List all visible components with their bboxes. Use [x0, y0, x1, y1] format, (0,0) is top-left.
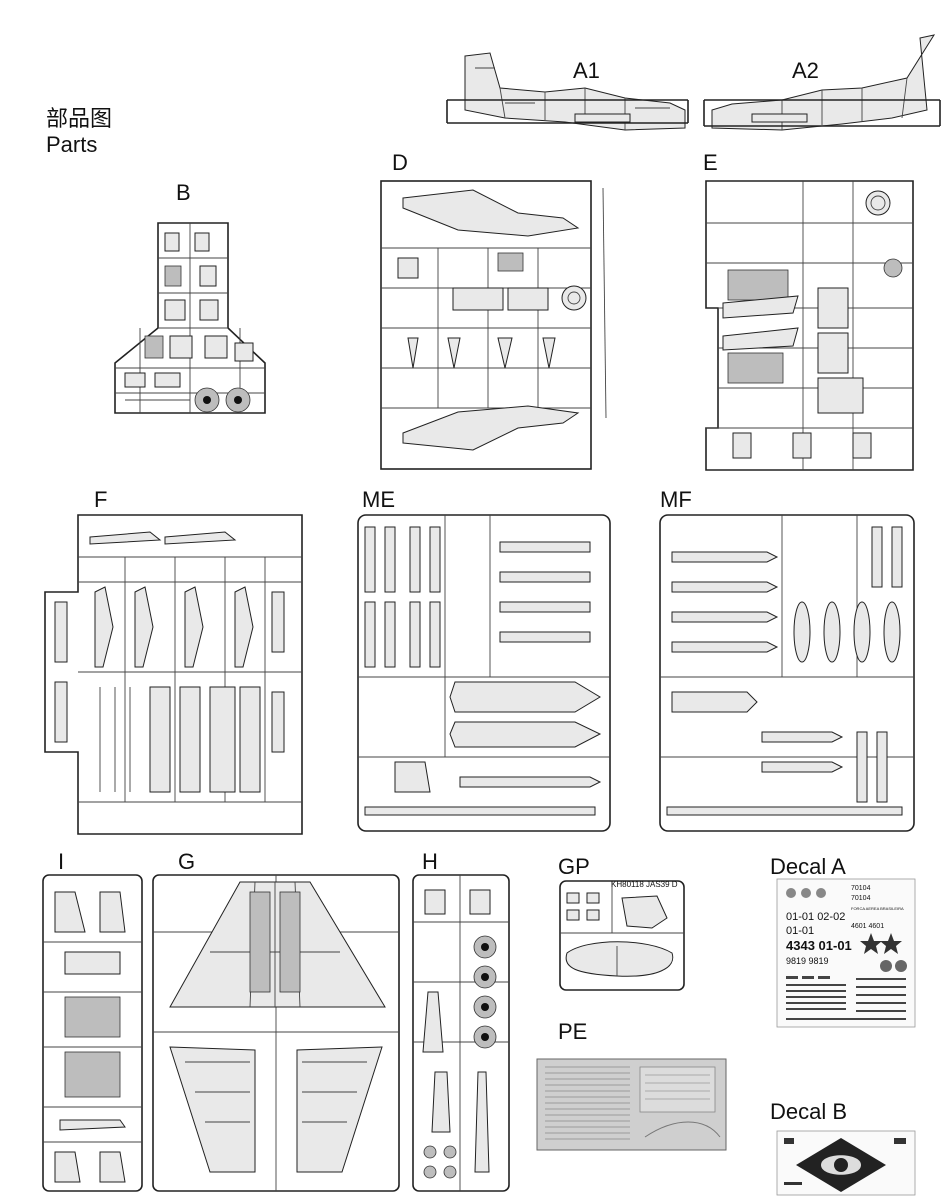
decal-a-line7: 9819 9819 — [786, 956, 829, 966]
decal-sheet-a: 70104 70104 01-01 02-02 FORCA AEREA BRAS… — [776, 878, 916, 1028]
sprue-label-me: ME — [362, 487, 395, 512]
decal-a-line6: 4343 01-01 — [786, 938, 852, 953]
sprue-label-gp: GP — [558, 854, 590, 879]
sprue-label-a1: A1 — [573, 58, 600, 83]
page-title: 部品图 Parts — [46, 106, 112, 159]
sprue-e — [703, 178, 916, 473]
sprue-f — [40, 512, 305, 837]
pe-fret — [535, 1057, 728, 1152]
decal-a-line2: 70104 — [851, 895, 871, 902]
sprue-a1 — [445, 48, 690, 133]
sprue-d — [378, 178, 611, 473]
decal-a-line1: 70104 — [851, 885, 871, 892]
sprue-a2 — [702, 30, 942, 133]
sprue-i — [40, 872, 145, 1194]
sprue-g — [150, 872, 402, 1194]
title-english: Parts — [46, 132, 98, 158]
sprue-label-a2: A2 — [792, 58, 819, 83]
sprue-label-b: B — [176, 180, 191, 205]
decal-a-line5: 01-01 — [786, 925, 814, 937]
sprue-mf — [657, 512, 917, 834]
decal-a-forca: FORCA AEREA BRASILEIRA — [851, 906, 904, 911]
decal-a-line3: 01-01 02-02 — [786, 911, 845, 923]
sprue-label-pe: PE — [558, 1019, 588, 1044]
sprue-label-d: D — [392, 150, 408, 175]
sprue-label-g: G — [178, 849, 196, 874]
decal-sheet-b — [776, 1130, 916, 1196]
sprue-label-mf: MF — [660, 487, 692, 512]
decal-a-line4: 4601 4601 — [851, 923, 884, 930]
sprue-label-i: I — [58, 849, 65, 874]
decal-label-b: Decal B — [770, 1099, 848, 1124]
decal-label-a: Decal A — [770, 854, 846, 879]
sprue-label-h: H — [422, 849, 438, 874]
sprue-b — [110, 218, 270, 416]
sprue-label-f: F — [94, 487, 108, 512]
title-chinese: 部品图 — [46, 106, 113, 131]
sprue-label-e: E — [703, 150, 718, 175]
sprue-me — [355, 512, 613, 834]
sprue-gp: KH80118 JAS39 D — [557, 878, 687, 993]
gp-sprue-tag: KH80118 JAS39 D — [611, 880, 678, 889]
sprue-h — [410, 872, 512, 1194]
